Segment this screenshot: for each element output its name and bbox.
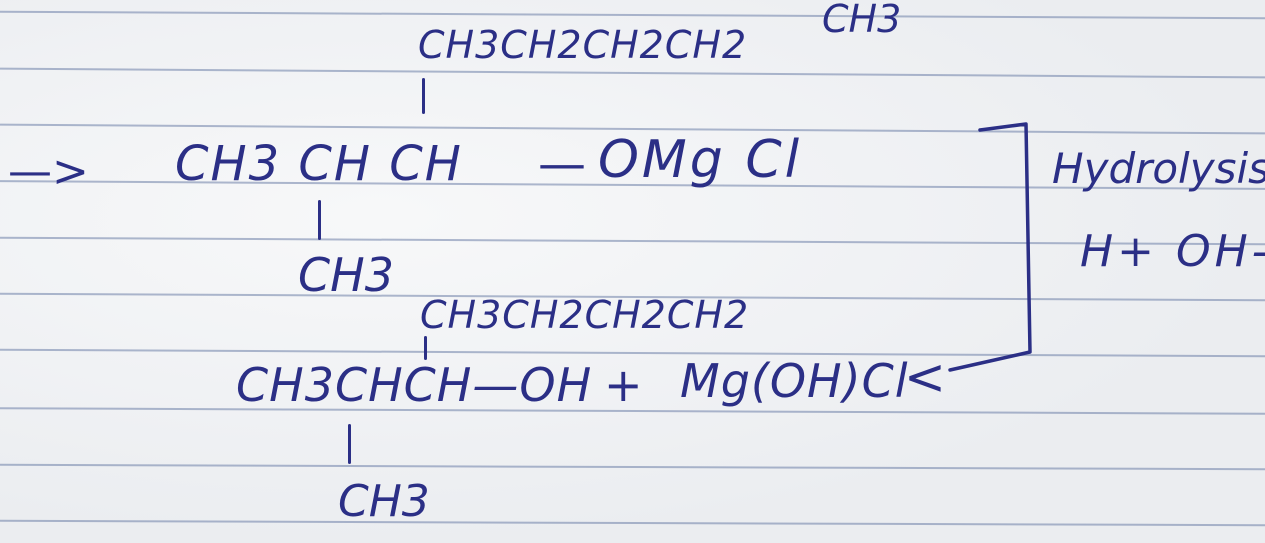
- intermediate-main-chain: CH3 CH CH: [175, 136, 463, 192]
- top-alkyl-chain: CH3CH2CH2CH2: [418, 23, 748, 67]
- byproduct-mgohcl: Mg(OH)Cl: [680, 354, 909, 408]
- condition-hydrolysis: Hydrolysis: [1052, 144, 1265, 193]
- plus-sign: +: [604, 358, 643, 412]
- top-right-methyl: CH3: [822, 0, 902, 41]
- bond-line: [348, 424, 351, 464]
- product-methyl-branch: CH3: [338, 476, 430, 527]
- intermediate-bond: —: [538, 136, 586, 192]
- return-arrow: <: [904, 348, 946, 406]
- condition-acid-base: H+ OH-: [1080, 226, 1265, 277]
- bond-line: [422, 78, 425, 114]
- bond-line: [424, 336, 427, 360]
- intermediate-methyl-branch: CH3: [298, 248, 394, 302]
- product-alkyl-chain: CH3CH2CH2CH2: [420, 293, 750, 337]
- intermediate-omgcl-group: OMg Cl: [598, 130, 803, 190]
- incoming-arrow: —>: [8, 146, 89, 197]
- bond-line: [318, 200, 321, 240]
- product-main-chain: CH3CHCH—OH: [236, 358, 593, 412]
